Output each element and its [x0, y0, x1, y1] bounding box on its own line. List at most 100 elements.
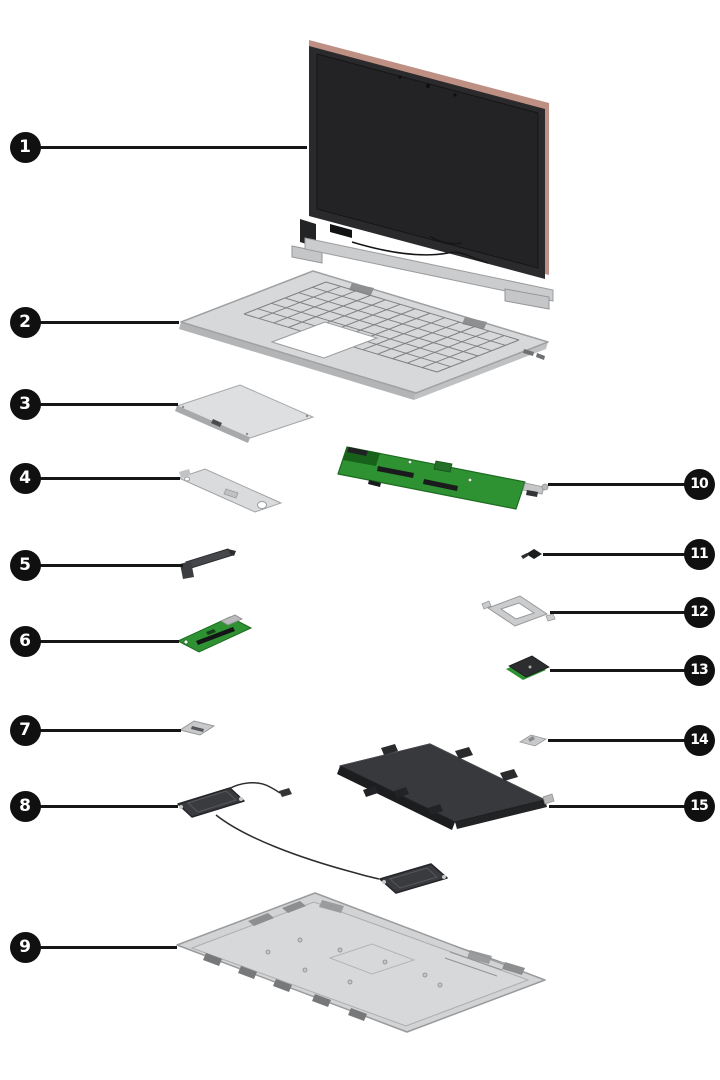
- bracket-hole2: [184, 476, 190, 482]
- touchpad-cable-bracket-illustration: [180, 548, 236, 579]
- leader-line-power-button-bracket: [38, 728, 181, 732]
- power-connector-body: [526, 549, 542, 559]
- port-bump4: [312, 994, 331, 1007]
- webcam-lens: [426, 84, 430, 88]
- io-board-slot: [196, 627, 235, 645]
- battery-tab3: [500, 769, 518, 781]
- callout-touchpad: 3: [9, 388, 41, 420]
- callout-system-board: 10: [683, 468, 715, 500]
- battery-side-right: [455, 800, 547, 829]
- touchpad-illustration: [175, 384, 315, 443]
- vent-line1: [444, 957, 498, 977]
- rear-cluster3: [319, 900, 344, 913]
- speaker-wire: [226, 782, 281, 794]
- battery-illustration: [337, 743, 555, 830]
- vent-line2: [449, 951, 503, 971]
- top-cover-right-edge: [414, 342, 548, 400]
- battery-side-left: [337, 766, 455, 830]
- system-board-pcb: [337, 446, 526, 510]
- battery-clip2: [394, 787, 409, 798]
- webcam-dot2: [453, 93, 457, 97]
- webcam-dot: [398, 75, 402, 79]
- touchpad-face: [175, 384, 315, 439]
- hinge-bar: [304, 237, 554, 302]
- pb-bracket-detail: [191, 726, 204, 732]
- mid-detail: [328, 943, 416, 975]
- bottom-cover-illustration: [176, 892, 546, 1033]
- io-board-screwhole: [183, 639, 189, 645]
- vent-line3: [454, 945, 508, 965]
- cable-bracket-tip: [228, 549, 236, 556]
- power-button-bracket-illustration: [178, 720, 216, 736]
- display-screen: [316, 53, 539, 269]
- callout-speakers: 8: [9, 790, 41, 822]
- power-jack: [541, 483, 549, 491]
- screw-bosses: [265, 937, 443, 988]
- leader-line-fingerprint-reader-bracket: [550, 610, 686, 614]
- bracket-detail: [223, 488, 239, 499]
- cable-bracket-foot: [180, 561, 194, 579]
- left-speaker-tab: [179, 805, 183, 809]
- callout-display-assembly: 1: [9, 131, 41, 163]
- battery-clip1: [363, 786, 378, 797]
- leader-line-small-bracket: [548, 738, 686, 742]
- touchpad-connector: [211, 419, 222, 427]
- board-screwhole1: [407, 459, 413, 465]
- touchpad-cutout: [270, 321, 379, 359]
- right-speaker-inner: [389, 867, 438, 889]
- touchpad-screw3: [245, 432, 249, 436]
- ram-slot2: [423, 479, 458, 491]
- fpr-detail: [528, 665, 532, 669]
- left-speaker-inner: [187, 790, 237, 813]
- callout-keyboard-top-cover: 2: [9, 306, 41, 338]
- small-bracket-illustration: [519, 734, 547, 747]
- leader-line-touchpad-cable-bracket: [38, 563, 183, 567]
- port-bump3: [273, 979, 292, 992]
- cable-bracket-bar: [185, 548, 234, 569]
- port-bump5: [348, 1008, 367, 1021]
- callout-bottom-cover: 9: [9, 931, 41, 963]
- callout-fingerprint-reader-board: 13: [683, 654, 715, 686]
- small-bracket-notch: [528, 736, 535, 742]
- top-cover-face: [180, 270, 549, 394]
- display-assembly-illustration: [291, 40, 554, 310]
- ram-slot1: [377, 466, 414, 478]
- fingerprint-reader-bracket-illustration: [481, 595, 556, 627]
- touchpad-screw1: [181, 405, 185, 409]
- hinge-notch-left: [349, 283, 374, 295]
- port-bump2: [238, 966, 257, 979]
- bracket-hole: [257, 501, 267, 509]
- antenna-cable2: [429, 235, 463, 245]
- leader-line-touchpad-bracket: [38, 476, 180, 480]
- leader-line-system-board: [548, 482, 686, 486]
- leader-line-io-board: [38, 639, 179, 643]
- fpr-bracket-tab-right: [545, 613, 556, 622]
- callout-touchpad-bracket: 4: [9, 462, 41, 494]
- leader-line-battery: [549, 804, 686, 808]
- callout-fingerprint-reader-bracket: 12: [683, 596, 715, 628]
- touchpad-bracket-illustration: [177, 468, 283, 513]
- hinge-boss2: [502, 962, 525, 975]
- display-cable-tab: [330, 224, 352, 238]
- hinge-boss1: [467, 950, 492, 964]
- board-edge-strip: [347, 447, 368, 456]
- io-board-chip: [206, 629, 216, 635]
- hinge-notch-right: [462, 317, 487, 329]
- leader-line-power-connector: [543, 552, 686, 556]
- system-board-illustration: [337, 446, 549, 510]
- leader-line-fingerprint-reader-board: [550, 668, 686, 672]
- callout-touchpad-cable-bracket: 5: [9, 549, 41, 581]
- speaker-connector: [279, 788, 292, 797]
- side-port1: [523, 349, 534, 356]
- small-slot: [368, 480, 381, 487]
- right-speaker-tab: [442, 875, 446, 879]
- battery-clip3: [428, 804, 443, 815]
- leader-line-speakers: [38, 804, 178, 808]
- speakers-illustration: [177, 782, 448, 894]
- callout-power-connector: 11: [683, 538, 715, 570]
- battery-tab2: [455, 747, 473, 759]
- fpr-bracket-tab-left: [481, 600, 492, 610]
- leader-line-display-assembly: [38, 145, 307, 149]
- callout-io-board: 6: [9, 625, 41, 657]
